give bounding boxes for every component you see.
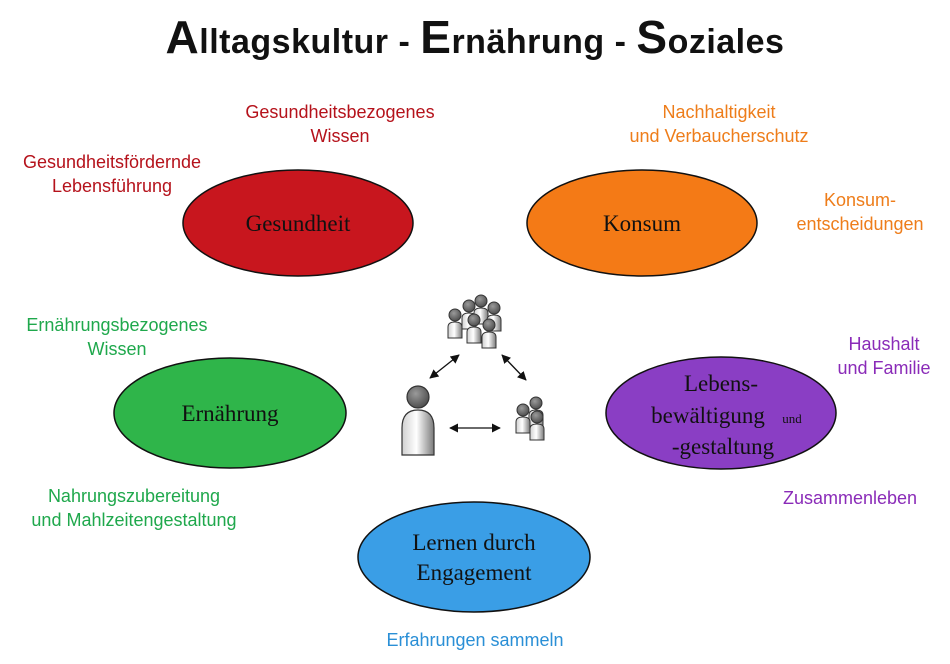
small-group-icon — [515, 396, 545, 441]
node-ernaehrung: Ernährung — [113, 357, 347, 469]
person-icon — [401, 385, 435, 456]
label-ernaehrungsbezogenes-wissen: Ernährungsbezogenes Wissen — [26, 315, 208, 359]
gesundheit-label: Gesundheit — [246, 211, 351, 236]
lebens-ellipse — [605, 356, 837, 470]
label-nachhaltigkeit: Nachhaltigkeit und Verbaucherschutz — [629, 102, 809, 146]
node-konsum: Konsum — [526, 169, 758, 277]
konsum-ellipse — [526, 169, 758, 277]
lernen-ellipse — [357, 501, 591, 613]
ernaehrung-ellipse — [113, 357, 347, 469]
double-arrow-icon — [429, 354, 527, 433]
node-lebensbewaeltigung: Lebens- bewältigung und -gestaltung — [605, 356, 837, 470]
lebens-line1: Lebens- — [684, 371, 758, 396]
label-haushalt-familie: Haushalt und Familie — [837, 334, 931, 378]
page-title: Alltagskultur - Ernährung - Soziales — [165, 11, 785, 63]
lebens-line2-small: und — [782, 411, 802, 426]
group-icon — [447, 294, 502, 349]
node-lernen: Lernen durch Engagement — [357, 501, 591, 613]
ernaehrung-label: Ernährung — [181, 401, 279, 426]
lernen-line1: Lernen durch — [412, 530, 536, 555]
label-gesundheitsfoerdernde-lebensfuehrung: Gesundheitsfördernde Lebensführung — [22, 152, 202, 196]
konsum-label: Konsum — [603, 211, 681, 236]
node-gesundheit: Gesundheit — [182, 169, 414, 277]
label-gesundheitsbezogenes-wissen: Gesundheitsbezogenes Wissen — [245, 102, 435, 146]
label-zusammenleben: Zusammenleben — [782, 488, 918, 508]
lernen-line2: Engagement — [417, 560, 533, 585]
lebens-line3: -gestaltung — [672, 434, 775, 459]
label-nahrungszubereitung: Nahrungszubereitung und Mahlzeitengestal… — [31, 486, 237, 530]
gesundheit-ellipse — [182, 169, 414, 277]
lebens-line2: bewältigung — [651, 403, 765, 428]
label-konsumentscheidungen: Konsum- entscheidungen — [796, 190, 924, 234]
label-erfahrungen-sammeln: Erfahrungen sammeln — [386, 630, 564, 650]
